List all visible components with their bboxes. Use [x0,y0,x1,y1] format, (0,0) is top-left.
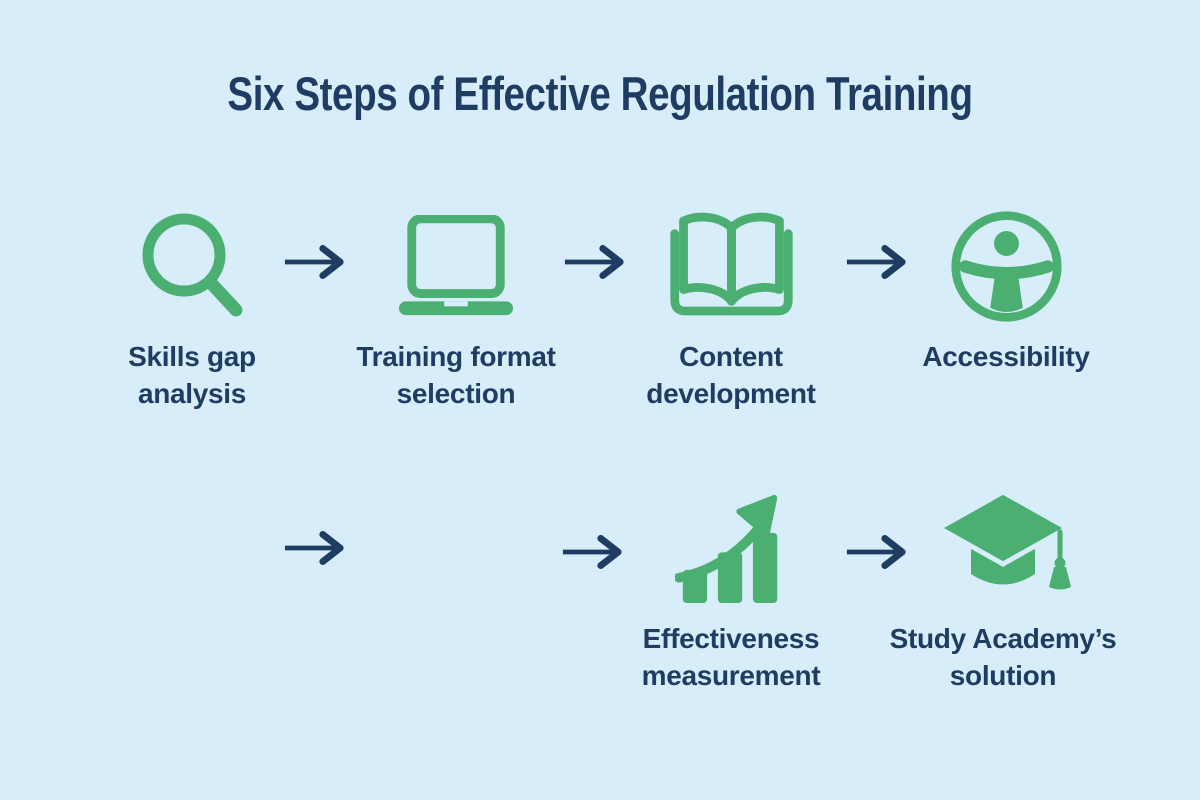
page-title: Six Steps of Effective Regulation Traini… [227,67,973,120]
arrow-right-icon [844,242,910,282]
graduation-cap-icon [933,482,1073,614]
step-study-academys-solution: Study Academy’s solution [878,482,1128,695]
accessibility-person-icon [949,200,1064,332]
arrow-right-icon [282,242,348,282]
open-book-icon [663,200,800,332]
arrow-right-icon [560,532,626,572]
arrow-right-icon [282,528,348,568]
step-accessibility: Accessibility [881,200,1131,376]
magnifier-icon [137,200,247,332]
laptop-icon [397,200,515,332]
step-label: Study Academy’s solution [889,623,1117,691]
step-label: Skills gap analysis [128,341,256,409]
arrow-right-icon [844,532,910,572]
arrow-right-icon [562,242,628,282]
growth-chart-icon [674,482,788,614]
step-skills-gap-analysis: Skills gap analysis [67,200,317,413]
step-label: Effectiveness measurement [641,623,821,691]
step-label: Training format selection [356,341,556,409]
step-label: Content development [646,341,816,409]
step-content-development: Content development [606,200,856,413]
step-label: Accessibility [922,341,1090,372]
step-training-format-selection: Training format selection [331,200,581,413]
step-effectiveness-measurement: Effectiveness measurement [606,482,856,695]
